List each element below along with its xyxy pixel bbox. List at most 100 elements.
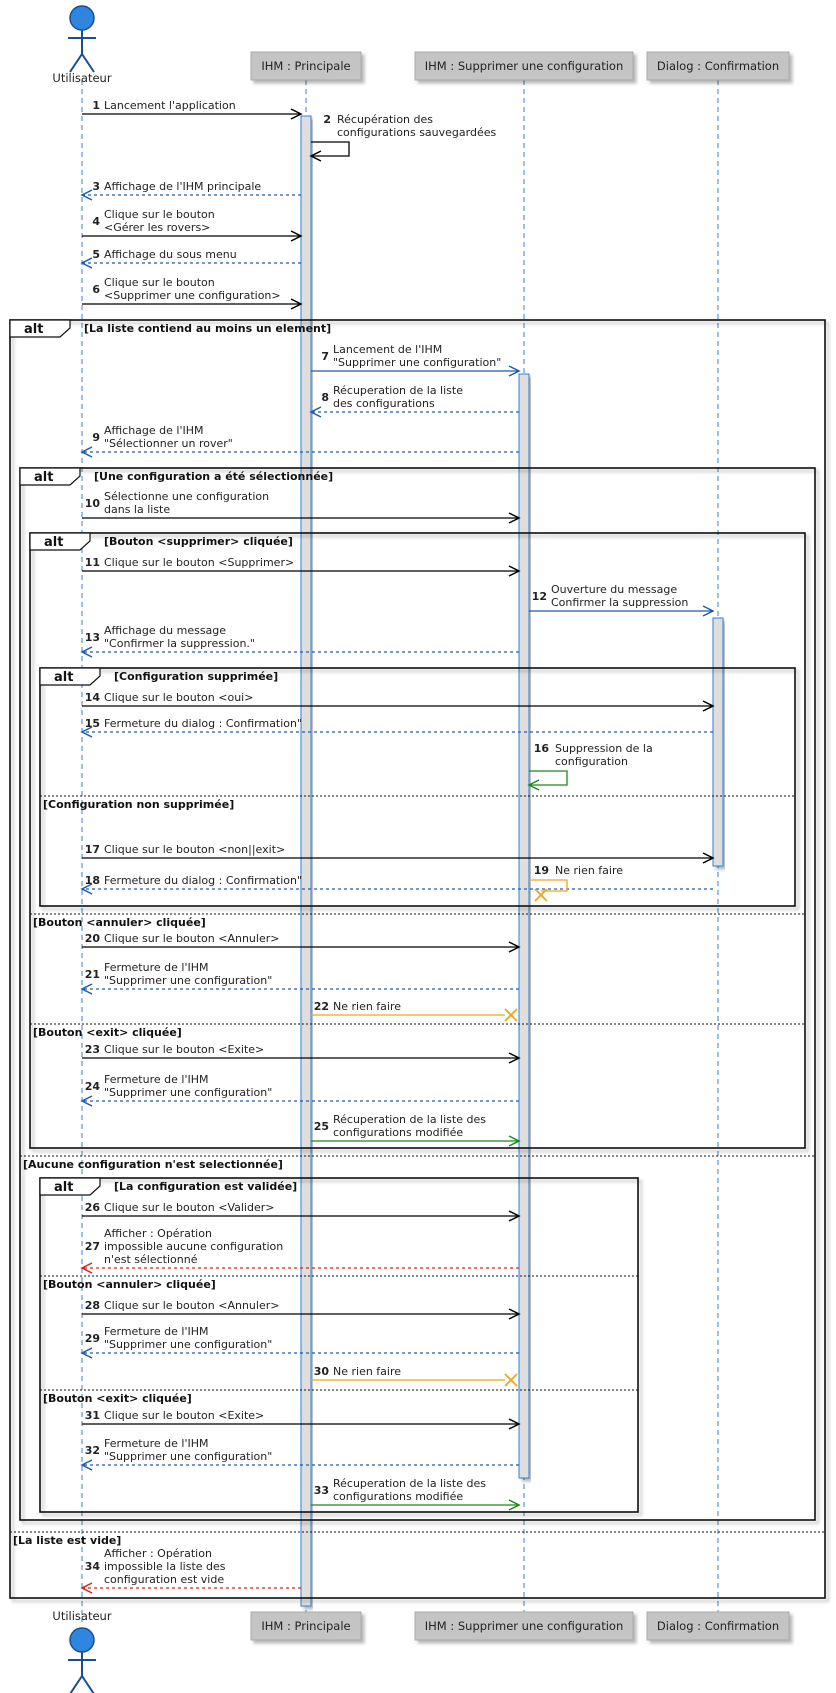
arrow-head — [80, 1347, 93, 1359]
message-label: Fermeture de l'IHM — [104, 1325, 208, 1338]
message-31: 31 Clique sur le bouton <Exite> — [82, 1409, 521, 1430]
participant-dlg-bottom: Dialog : Confirmation — [646, 1611, 790, 1641]
message-label: configuration — [555, 755, 628, 768]
message-label: Ouverture du message — [551, 583, 677, 596]
arrow-head — [290, 298, 303, 310]
message-number: 4 — [92, 215, 100, 228]
message-label: Récupération des — [337, 113, 433, 126]
arrow-head — [80, 257, 93, 269]
fragment-tab — [39, 667, 101, 686]
message-label: Clique sur le bouton <Exite> — [104, 1409, 264, 1422]
fragment-section-guard: [La liste est vide] — [13, 1534, 121, 1547]
message-number: 10 — [85, 497, 101, 510]
arrow-head — [508, 1499, 521, 1511]
alt-fragment: alt[La liste contiend au moins un elemen… — [9, 319, 826, 1599]
message-number: 20 — [85, 932, 101, 945]
message-number: 21 — [85, 968, 100, 981]
message-number: 17 — [85, 843, 100, 856]
message-label: configurations modifiée — [333, 1490, 463, 1503]
fragment-keyword: alt — [44, 535, 63, 550]
message-number: 31 — [85, 1409, 100, 1422]
fragment-tab — [29, 532, 91, 551]
fragment-section-guard: [Bouton <annuler> cliquée] — [43, 1278, 216, 1291]
message-label: Clique sur le bouton <Supprimer> — [104, 556, 294, 569]
fragment-keyword: alt — [54, 1180, 73, 1195]
participant-box — [646, 51, 790, 81]
message-label: "Confirmer la suppression." — [104, 637, 255, 650]
fragment-frame — [29, 532, 806, 1149]
self-message-line — [529, 879, 568, 892]
message-number: 24 — [85, 1080, 101, 1093]
participant-user-bottom: Utilisateur — [52, 1609, 112, 1693]
message-label: impossible aucune configuration — [104, 1240, 283, 1253]
arrow-head — [508, 1052, 521, 1064]
fragment-frame — [9, 319, 826, 1599]
fragment-guard: [Une configuration a été sélectionnée] — [94, 470, 333, 483]
message-number: 15 — [85, 717, 100, 730]
message-label: dans la liste — [104, 503, 170, 516]
arrow-head — [290, 108, 303, 120]
message-label: Fermeture de l'IHM — [104, 961, 208, 974]
fragment-keyword: alt — [24, 322, 43, 337]
message-label: Clique sur le bouton <non||exit> — [104, 843, 285, 856]
fragment-guard: [Configuration supprimée] — [114, 670, 278, 683]
message-label: Clique sur le bouton <Annuler> — [104, 932, 279, 945]
message-label: Récuperation de la liste des — [333, 1477, 486, 1490]
participant-box — [414, 51, 634, 81]
arrow-head — [80, 446, 93, 458]
self-message-line — [529, 770, 568, 786]
alt-fragment: alt [Configuration supprimée] [Configurati… — [39, 667, 796, 907]
actor-icon — [69, 1627, 95, 1653]
message-number: 25 — [314, 1120, 329, 1133]
message-label: Ne rien faire — [555, 864, 623, 877]
combined-fragments: alt[La liste contiend au moins un elemen… — [9, 319, 826, 1599]
message-number: 34 — [85, 1560, 101, 1573]
message-label: "Sélectionner un rover" — [104, 437, 233, 450]
message-label: Clique sur le bouton <Exite> — [104, 1043, 264, 1056]
message-label: Lancement l'application — [104, 99, 236, 112]
activation-dlg — [712, 617, 724, 867]
fragment-section-guard: [Configuration non supprimée] — [43, 798, 234, 811]
message-17: 17 Clique sur le bouton <non||exit> — [82, 843, 715, 864]
message-label: "Supprimer une configuration" — [104, 1086, 272, 1099]
message-label: Affichage du sous menu — [104, 248, 237, 261]
participant-user-top: Utilisateur — [52, 5, 112, 85]
arrow-head — [508, 941, 521, 953]
fragment-guard: [Bouton <supprimer> cliquée] — [104, 535, 293, 548]
arrow-head — [309, 150, 322, 162]
fragment-tab — [9, 319, 71, 338]
message-number: 12 — [532, 590, 547, 603]
message-label: Ne rien faire — [333, 1000, 401, 1013]
message-number: 28 — [85, 1299, 100, 1312]
message-number: 29 — [85, 1332, 100, 1345]
message-label: Affichage du message — [104, 624, 226, 637]
arrow-head — [508, 1308, 521, 1320]
message-number: 1 — [92, 99, 100, 112]
message-number: 7 — [321, 350, 329, 363]
fragment-keyword: alt — [54, 670, 73, 685]
arrow-head — [80, 726, 93, 738]
message-number: 27 — [85, 1240, 100, 1253]
participant-label: IHM : Supprimer une configuration — [425, 59, 624, 73]
participant-del-bottom: IHM : Supprimer une configuration — [414, 1611, 634, 1641]
